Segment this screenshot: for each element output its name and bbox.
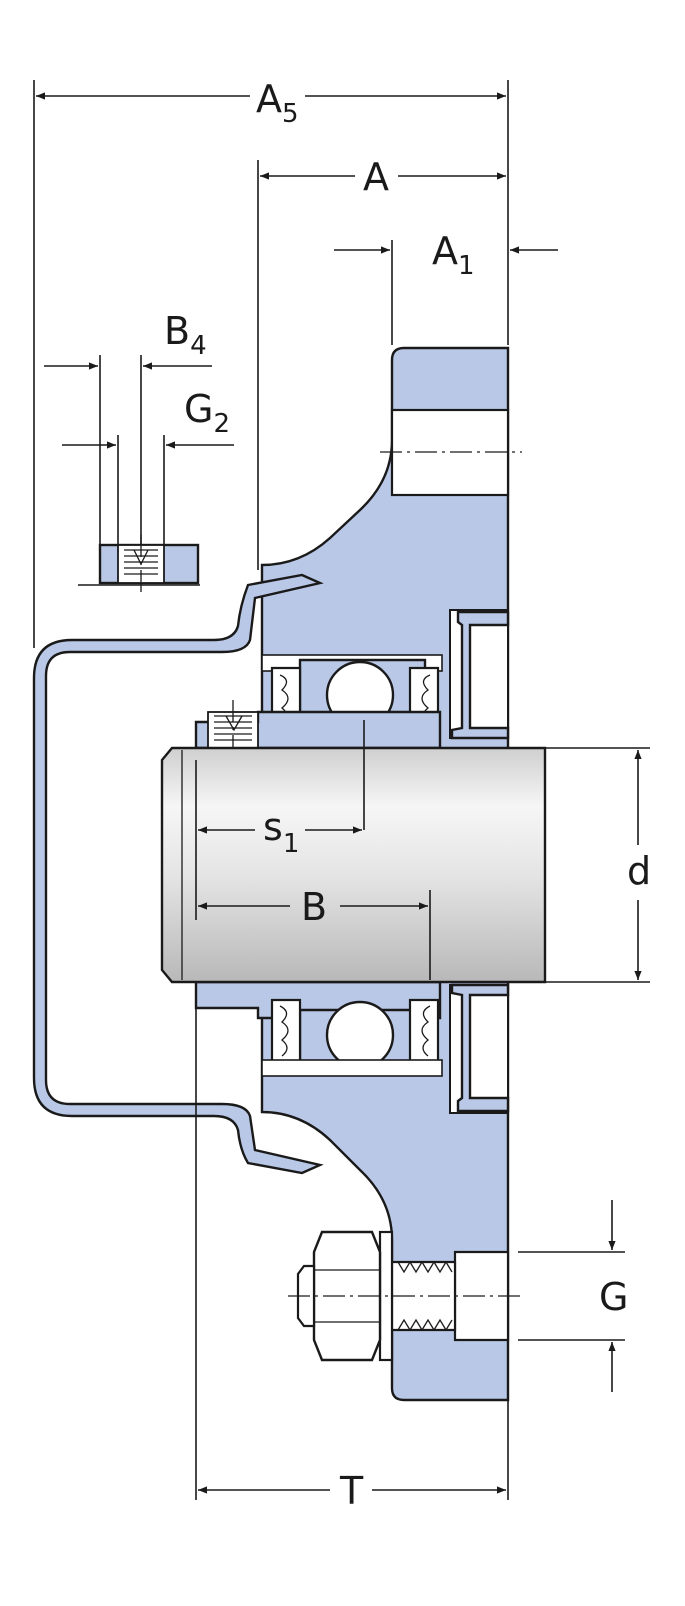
label-g: G	[599, 1275, 628, 1319]
label-s1: s1	[263, 805, 299, 859]
label-b: B	[301, 885, 327, 929]
label-b4: B4	[164, 309, 207, 361]
label-d: d	[627, 849, 651, 893]
shaft	[160, 746, 547, 984]
label-t: T	[339, 1469, 364, 1513]
label-a5: A5	[256, 77, 299, 129]
seal-cavity-bottom	[449, 984, 509, 1114]
sheet-metal-cover	[32, 573, 324, 1175]
seal-profile-bottom	[450, 983, 510, 1113]
outer-ring-bottom	[261, 1059, 443, 1077]
label-g2: G2	[184, 387, 230, 439]
label-a1: A1	[432, 229, 475, 281]
seal-cavity-top	[449, 609, 509, 739]
seal-profile-top	[450, 610, 510, 740]
ball-bottom	[325, 1000, 395, 1070]
label-a: A	[363, 155, 389, 199]
